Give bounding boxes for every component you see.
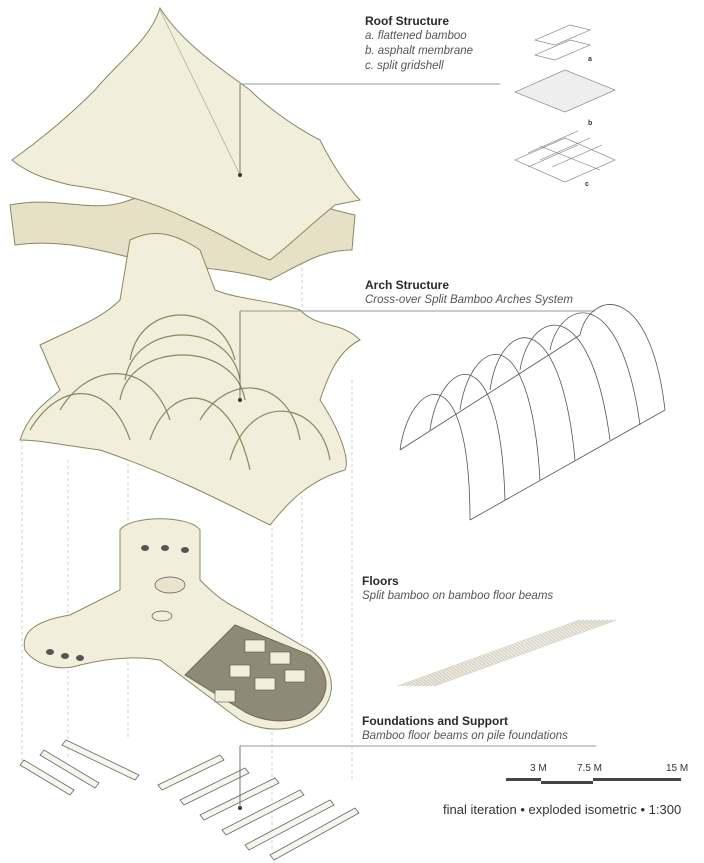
- scale-label-7-5m: 7.5 M: [577, 763, 603, 774]
- roof-item-c: c. split gridshell: [365, 60, 444, 72]
- arch-structure: [19, 232, 361, 526]
- scale-bar: [506, 778, 681, 784]
- roof-structure-label: Roof Structure a. flattened bamboo b. as…: [365, 13, 473, 74]
- foundations-title: Foundations and Support: [362, 714, 508, 728]
- detail-tag-a: a: [588, 56, 592, 63]
- foundations-label: Foundations and Support Bamboo floor bea…: [362, 713, 568, 744]
- scale-label-3m: 3 M: [530, 763, 547, 774]
- detail-tag-b: b: [588, 120, 593, 127]
- arch-title: Arch Structure: [365, 278, 450, 292]
- drawing-caption: final iteration • exploded isometric • 1…: [443, 802, 682, 817]
- roof-membrane: [11, 6, 362, 261]
- arch-detail-drawing: [399, 304, 666, 521]
- arch-subtitle: Cross-over Split Bamboo Arches System: [365, 294, 573, 306]
- scale-label-15m: 15 M: [666, 763, 689, 774]
- arch-structure-label: Arch Structure Cross-over Split Bamboo A…: [365, 277, 573, 308]
- floor-deck: [184, 624, 327, 722]
- arch-ribs: [29, 314, 331, 471]
- detail-tag-c: c: [585, 181, 589, 188]
- floors-label: Floors Split bamboo on bamboo floor beam…: [362, 573, 553, 604]
- floors-title: Floors: [362, 574, 399, 588]
- floors-subtitle: Split bamboo on bamboo floor beams: [362, 590, 554, 602]
- roof-item-b: b. asphalt membrane: [365, 45, 474, 57]
- roof-detail-drawings: [514, 24, 616, 183]
- roof-title: Roof Structure: [365, 14, 449, 28]
- foundations-subtitle: Bamboo floor beams on pile foundations: [362, 730, 568, 742]
- roof-item-a: a. flattened bamboo: [365, 30, 467, 42]
- floor-detail-drawing: [397, 619, 617, 687]
- foundation-beams: [19, 739, 360, 861]
